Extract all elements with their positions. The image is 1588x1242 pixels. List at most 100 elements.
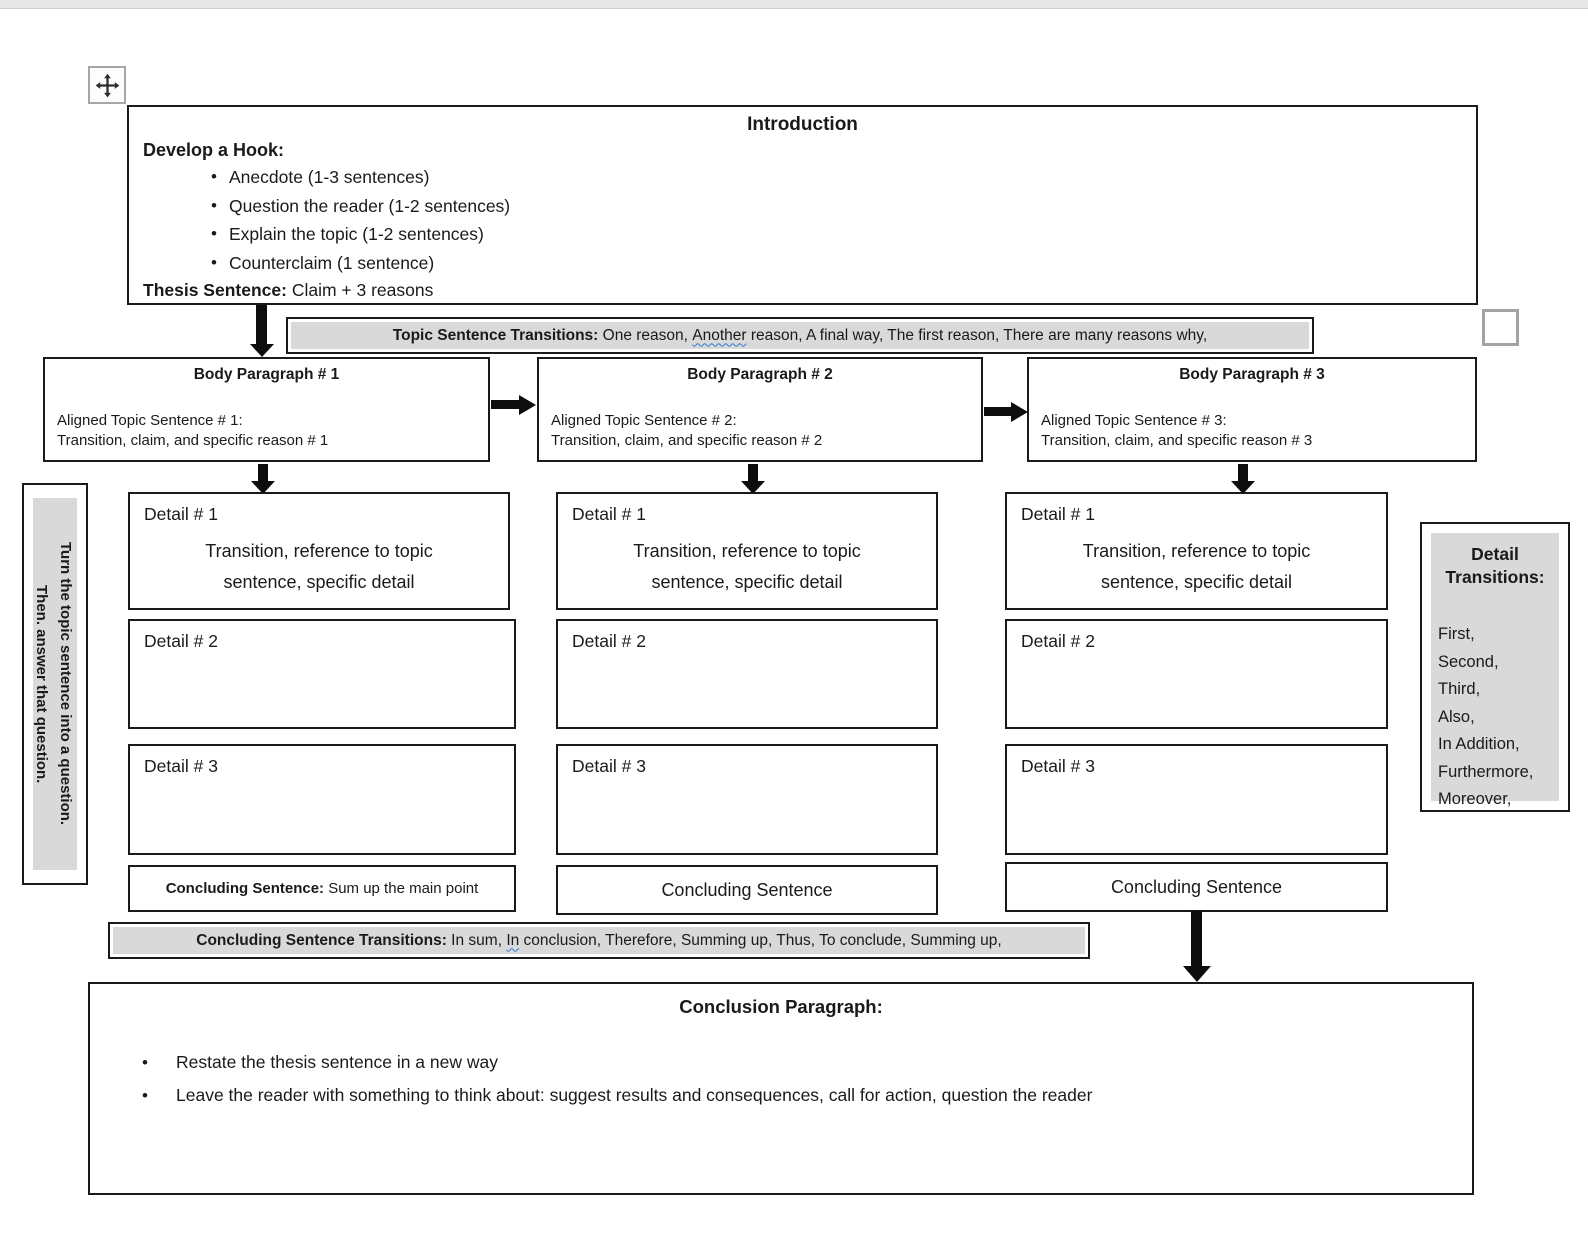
detail-2-heading: Detail # 2	[1021, 631, 1095, 651]
transition-claim-reason-2: Transition, claim, and specific reason #…	[551, 432, 823, 449]
arrow-bp3-to-detail1	[1238, 464, 1248, 482]
detail-3-heading: Detail # 3	[1021, 756, 1095, 776]
detail-transition-item: Furthermore,	[1438, 762, 1534, 781]
topic-transitions-label: Topic Sentence Transitions:	[392, 326, 599, 344]
detail-transitions-title: Detail Transitions:	[1431, 543, 1559, 589]
move-handle[interactable]	[88, 66, 126, 104]
thesis-line: Thesis Sentence: Claim + 3 reasons	[143, 277, 1462, 304]
detail-1-heading: Detail # 1	[144, 504, 218, 524]
concluding-transitions-after: conclusion, Therefore, Summing up, Thus,…	[519, 931, 1002, 949]
detail-1-heading: Detail # 1	[572, 504, 646, 524]
detail-2-heading: Detail # 2	[144, 631, 218, 651]
detail-1-box-col3[interactable]: Detail # 1 Transition, reference to topi…	[1005, 492, 1388, 610]
detail-3-heading: Detail # 3	[572, 756, 646, 776]
detail-1-line2: sentence, specific detail	[651, 572, 843, 592]
body-paragraph-3-title: Body Paragraph # 3	[1179, 366, 1325, 383]
thesis-text: Claim + 3 reasons	[286, 280, 434, 300]
detail-1-box-col2[interactable]: Detail # 1 Transition, reference to topi…	[556, 492, 938, 610]
concluding-sentence-box-col2[interactable]: Concluding Sentence	[556, 865, 938, 915]
detail-3-box-col3[interactable]: Detail # 3	[1005, 744, 1388, 855]
thesis-label: Thesis Sentence:	[143, 280, 287, 300]
conclusion-bullets: Restate the thesis sentence in a new way…	[90, 1046, 1472, 1112]
concluding-sentence-label: Concluding Sentence:	[165, 880, 325, 897]
detail-3-box-col1[interactable]: Detail # 3	[128, 744, 516, 855]
topic-transitions-after: reason, A final way, The first reason, T…	[746, 326, 1208, 344]
detail-1-heading: Detail # 1	[1021, 504, 1095, 524]
detail-1-text: Transition, reference to topic sentence,…	[1007, 536, 1386, 598]
concluding-transitions-before: In sum,	[446, 931, 507, 949]
detail-1-line2: sentence, specific detail	[223, 572, 415, 592]
hook-label: Develop a Hook:	[143, 140, 285, 160]
resize-handle-square[interactable]	[1482, 309, 1519, 346]
body-paragraph-3-box[interactable]: Body Paragraph # 3 Aligned Topic Sentenc…	[1027, 357, 1477, 462]
detail-3-box-col2[interactable]: Detail # 3	[556, 744, 938, 855]
topic-transitions-misspelled-word: Another	[692, 326, 747, 344]
concluding-transitions-label: Concluding Sentence Transitions:	[196, 931, 447, 949]
detail-2-box-col2[interactable]: Detail # 2	[556, 619, 938, 729]
introduction-box[interactable]: Introduction Develop a Hook: Anecdote (1…	[127, 105, 1478, 305]
hook-bullet: Anecdote (1-3 sentences)	[143, 163, 1462, 192]
concluding-transitions-flagged-word: In	[506, 931, 520, 949]
arrow-bp1-to-bp2	[491, 400, 520, 409]
concluding-sentence-box-col3[interactable]: Concluding Sentence	[1005, 862, 1388, 912]
move-icon	[94, 72, 121, 99]
concluding-transitions-bar[interactable]: Concluding Sentence Transitions: In sum,…	[108, 922, 1090, 959]
detail-2-heading: Detail # 2	[572, 631, 646, 651]
detail-1-line1: Transition, reference to topic	[633, 541, 861, 561]
arrow-bp1-to-bp2-head	[519, 395, 536, 415]
detail-transition-item: First,	[1438, 625, 1475, 643]
arrow-intro-to-bp1	[256, 305, 267, 345]
transition-claim-reason-1: Transition, claim, and specific reason #…	[57, 432, 329, 449]
body-paragraph-1-title: Body Paragraph # 1	[193, 366, 340, 383]
detail-2-box-col3[interactable]: Detail # 2	[1005, 619, 1388, 729]
body-paragraph-2-box[interactable]: Body Paragraph # 2 Aligned Topic Sentenc…	[537, 357, 983, 462]
introduction-title: Introduction	[747, 114, 858, 135]
topic-question-sidebar-text: Turn the topic sentence into a question.…	[33, 498, 77, 870]
detail-transitions-title-line1: Detail	[1471, 544, 1519, 564]
detail-1-line1: Transition, reference to topic	[205, 541, 433, 561]
transition-claim-reason-3: Transition, claim, and specific reason #…	[1041, 432, 1313, 449]
concluding-sentence-2: Concluding Sentence	[661, 879, 833, 900]
arrow-bp2-to-detail1	[748, 464, 758, 482]
detail-1-box-col1[interactable]: Detail # 1 Transition, reference to topi…	[128, 492, 510, 610]
detail-transition-item: Second,	[1438, 652, 1499, 671]
detail-1-line1: Transition, reference to topic	[1082, 541, 1311, 561]
concluding-sentence-3: Concluding Sentence	[1110, 876, 1283, 897]
topic-transitions-text: Topic Sentence Transitions: One reason, …	[291, 322, 1309, 349]
arrow-bp3-to-detail1-head	[1231, 481, 1255, 494]
sidebar-line-2: Then. answer that question.	[33, 584, 50, 784]
detail-1-text: Transition, reference to topic sentence,…	[130, 536, 508, 598]
conclusion-box[interactable]: Conclusion Paragraph: Restate the thesis…	[88, 982, 1474, 1195]
detail-2-box-col1[interactable]: Detail # 2	[128, 619, 516, 729]
window-top-strip	[0, 0, 1588, 9]
conclusion-bullet: Leave the reader with something to think…	[90, 1079, 1472, 1112]
topic-transitions-bar[interactable]: Topic Sentence Transitions: One reason, …	[286, 317, 1314, 354]
aligned-topic-sentence-2: Aligned Topic Sentence # 2:	[551, 412, 737, 429]
detail-1-line2: sentence, specific detail	[1100, 572, 1293, 592]
aligned-topic-sentence-1: Aligned Topic Sentence # 1:	[57, 412, 243, 429]
body-paragraph-2-title: Body Paragraph # 2	[687, 366, 833, 383]
concluding-sentence-box-col1[interactable]: Concluding Sentence: Sum up the main poi…	[128, 865, 516, 912]
hook-bullet: Question the reader (1-2 sentences)	[143, 192, 1462, 221]
conclusion-title: Conclusion Paragraph:	[679, 996, 883, 1017]
body-paragraph-3-text: Aligned Topic Sentence # 3: Transition, …	[1041, 411, 1312, 451]
body-paragraph-2-text: Aligned Topic Sentence # 2: Transition, …	[551, 411, 822, 451]
body-paragraph-1-box[interactable]: Body Paragraph # 1 Aligned Topic Sentenc…	[43, 357, 490, 462]
arrow-bp2-to-bp3	[984, 407, 1012, 416]
arrow-bp2-to-detail1-head	[741, 481, 765, 494]
detail-transition-item: In Addition,	[1438, 735, 1520, 753]
body-paragraph-1-text: Aligned Topic Sentence # 1: Transition, …	[57, 411, 328, 451]
hook-bullet: Counterclaim (1 sentence)	[143, 249, 1462, 278]
detail-transition-item: Also,	[1438, 707, 1475, 726]
detail-3-heading: Detail # 3	[144, 756, 218, 776]
detail-transition-item: Moreover,	[1438, 790, 1512, 808]
concluding-transitions-text: Concluding Sentence Transitions: In sum,…	[113, 927, 1085, 954]
topic-question-sidebar[interactable]: Turn the topic sentence into a question.…	[22, 483, 88, 885]
detail-transitions-box[interactable]: Detail Transitions: First, Second, Third…	[1420, 522, 1570, 812]
detail-transitions-content: Detail Transitions: First, Second, Third…	[1431, 533, 1559, 808]
detail-1-text: Transition, reference to topic sentence,…	[558, 536, 936, 598]
detail-transitions-title-line2: Transitions:	[1445, 567, 1545, 587]
arrow-bp1-to-detail1-head	[251, 481, 275, 494]
detail-transition-item: Third,	[1438, 680, 1481, 698]
